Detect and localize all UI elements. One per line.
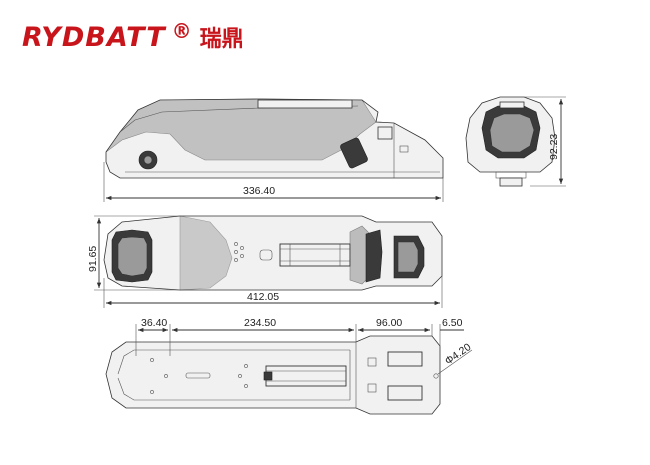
brand-name: RYDBATT <box>22 21 166 53</box>
end-height-dimension: 92.23 <box>524 96 566 187</box>
bottom-rail-length-label: 96.00 <box>376 317 402 329</box>
side-length-label: 336.40 <box>243 185 275 197</box>
bottom-view <box>105 335 441 415</box>
top-view <box>103 215 443 291</box>
brand-logo: RYDBATT ® 瑞鼎 <box>22 19 244 54</box>
top-length-label: 412.05 <box>247 291 279 303</box>
top-width-dimension: 91.65 <box>87 215 180 291</box>
brand-chinese-name: 瑞鼎 <box>199 27 244 52</box>
side-length-dimension: 336.40 <box>103 162 444 202</box>
end-view <box>465 96 556 187</box>
bottom-offset-left-label: 36.40 <box>141 317 167 329</box>
bottom-hole-spacing-label: 234.50 <box>244 317 276 329</box>
end-height-label: 92.23 <box>548 134 560 160</box>
top-width-label: 91.65 <box>87 246 99 272</box>
hole-diameter-label: Φ4.20 <box>443 341 474 367</box>
top-length-dimension: 412.05 <box>103 276 443 308</box>
registered-mark: ® <box>171 19 192 43</box>
side-view <box>105 98 444 179</box>
bottom-end-offset-label: 6.50 <box>442 317 463 329</box>
